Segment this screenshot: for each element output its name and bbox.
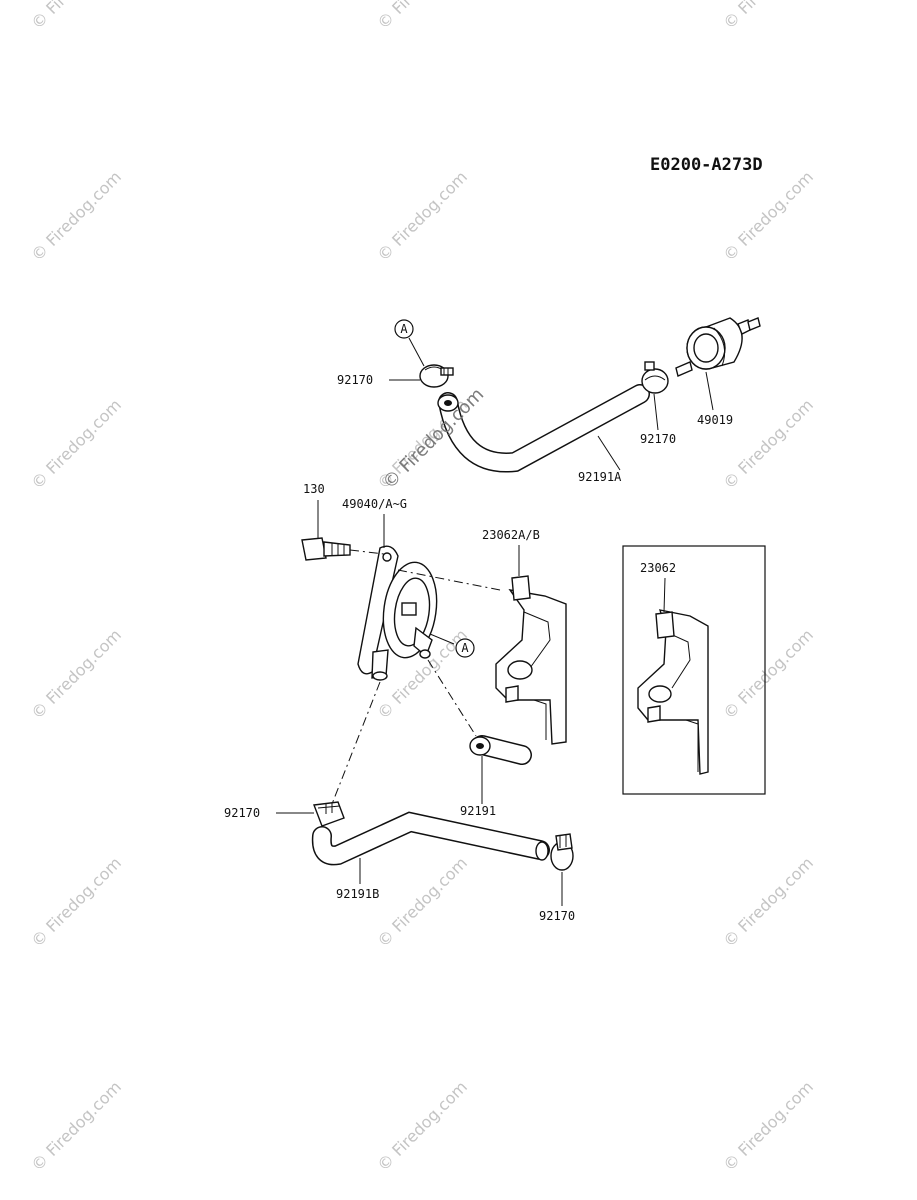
label-bracket: 23062A/B [482, 528, 540, 542]
watermark-3-0: © Firedog.com [27, 625, 125, 723]
ref-marker-pump: A [455, 638, 475, 658]
label-hose-lower: 92191B [336, 887, 379, 901]
fuel-filter [675, 317, 761, 377]
label-clamp-top: 92170 [337, 373, 373, 387]
hose-short [469, 735, 532, 765]
clamp-top [419, 364, 454, 388]
label-hose-top: 92191A [578, 470, 622, 484]
watermark-0-0: © Firedog.com [27, 0, 125, 33]
label-clamp-lower-right: 92170 [539, 909, 575, 923]
clamp-lower-left [313, 801, 345, 827]
watermark-0-2: © Firedog.com [719, 0, 817, 33]
label-hose-short: 92191 [460, 804, 496, 818]
label-clamp-filter: 92170 [640, 432, 676, 446]
fuel-pump [357, 545, 438, 681]
watermark-2-2: © Firedog.com [719, 395, 817, 493]
inset-box [622, 545, 766, 795]
watermark-1-1: © Firedog.com [373, 167, 471, 265]
watermark-1-0: © Firedog.com [27, 167, 125, 265]
watermark-1-2: © Firedog.com [719, 167, 817, 265]
watermark-4-1: © Firedog.com [373, 853, 471, 951]
watermark-5-2: © Firedog.com [719, 1077, 817, 1175]
label-bolt: 130 [303, 482, 325, 496]
label-fuel-pump: 49040/A~G [342, 497, 407, 511]
ref-marker-top: A [394, 319, 414, 339]
watermark-2-0: © Firedog.com [27, 395, 125, 493]
bolt [301, 537, 351, 561]
ref-marker-top-label: A [400, 322, 408, 336]
bracket [495, 575, 567, 745]
clamp-lower-right [550, 833, 574, 871]
ref-marker-pump-label: A [461, 641, 469, 655]
watermark-5-1: © Firedog.com [373, 1077, 471, 1175]
watermark-4-0: © Firedog.com [27, 853, 125, 951]
diagram-code: E0200-A273D [650, 155, 763, 175]
label-fuel-filter: 49019 [697, 413, 733, 427]
watermark-3-2: © Firedog.com [719, 625, 817, 723]
watermark-5-0: © Firedog.com [27, 1077, 125, 1175]
watermark-4-2: © Firedog.com [719, 853, 817, 951]
leader-lines [276, 337, 714, 906]
label-bracket-inset: 23062 [640, 561, 676, 575]
hose-lower [311, 811, 550, 866]
clamp-filter [641, 361, 669, 394]
hose-top [437, 384, 650, 473]
watermark-0-1: © Firedog.com [373, 0, 471, 33]
label-clamp-lower-left: 92170 [224, 806, 260, 820]
